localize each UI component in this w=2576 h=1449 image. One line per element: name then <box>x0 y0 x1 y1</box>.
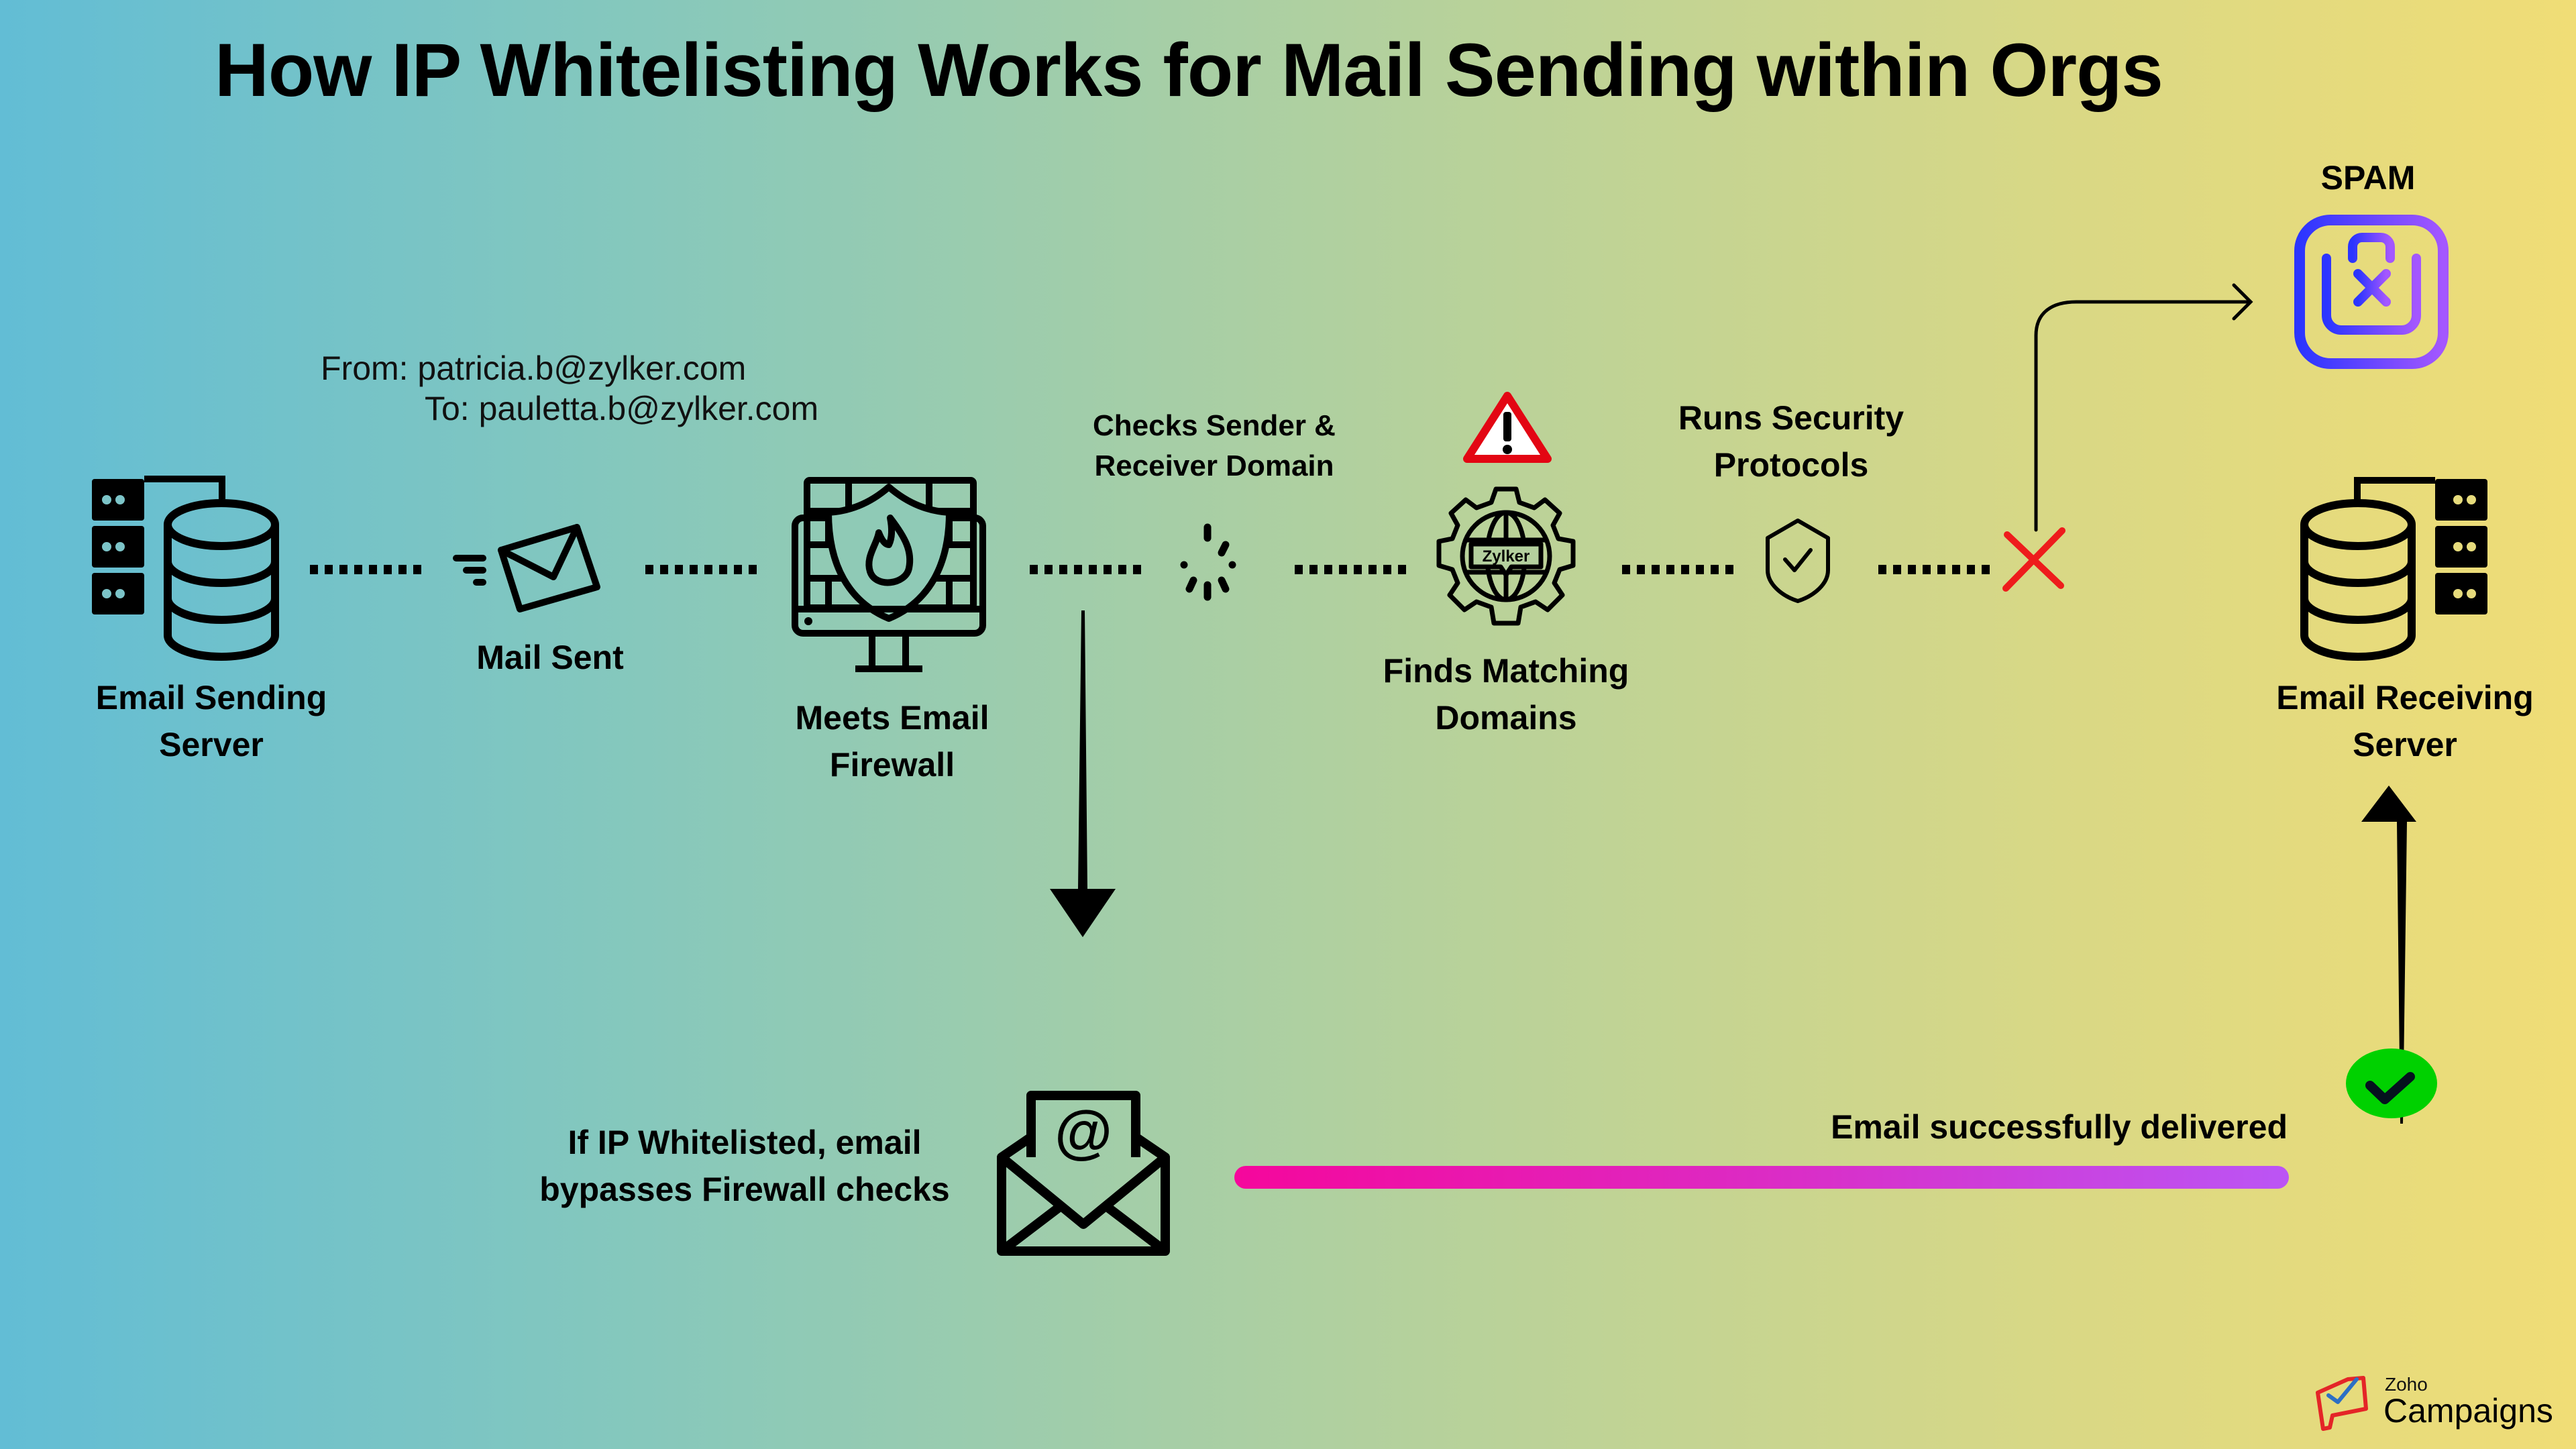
bypass-down-arrow <box>1050 610 1116 937</box>
firewall-label: Meets Email Firewall <box>771 694 1013 788</box>
checks-domain-line2: Receiver Domain <box>1094 449 1334 482</box>
checks-domain-line1: Checks Sender & <box>1093 409 1336 442</box>
connector-dots <box>1622 565 1737 574</box>
firewall-label-line1: Meets Email <box>795 699 989 737</box>
connector-dots <box>1295 565 1410 574</box>
domain-globe-icon: Zylker <box>1436 486 1576 626</box>
success-check-icon <box>2346 1049 2437 1118</box>
at-symbol: @ <box>1055 1098 1112 1165</box>
spam-route-arrow <box>2034 283 2253 532</box>
shield-check-icon <box>1766 519 1830 603</box>
sent-mail-icon <box>453 524 600 612</box>
sending-server-label: Email Sending Server <box>80 674 342 768</box>
bypass-text-line2: bypasses Firewall checks <box>539 1171 950 1208</box>
mail-sent-label: Mail Sent <box>476 639 624 676</box>
spam-trash-icon <box>2294 215 2449 369</box>
firewall-icon <box>792 477 986 672</box>
page-title: How IP Whitelisting Works for Mail Sendi… <box>215 28 2163 112</box>
receiving-server-label-line1: Email Receiving <box>2276 679 2534 716</box>
reject-x-icon <box>2002 527 2065 592</box>
connector-dots <box>1878 565 1994 574</box>
bypass-text-line1: If IP Whitelisted, email <box>568 1124 922 1161</box>
delivery-up-arrow <box>2361 786 2416 1124</box>
zoho-campaigns-logo: Zoho Campaigns <box>2311 1368 2566 1436</box>
finds-domains-line2: Domains <box>1435 699 1577 737</box>
from-address: From: patricia.b@zylker.com <box>321 350 747 387</box>
security-label-line2: Protocols <box>1713 446 1869 484</box>
security-label: Runs Security Protocols <box>1650 394 1932 488</box>
security-label-line1: Runs Security <box>1678 399 1904 437</box>
delivery-progress-bar <box>1234 1166 2289 1189</box>
connector-dots <box>645 565 761 574</box>
receiving-server-label: Email Receiving Server <box>2267 674 2542 768</box>
sending-server-icon <box>92 476 279 661</box>
delivered-label: Email successfully delivered <box>1831 1108 2288 1146</box>
bypass-text: If IP Whitelisted, email bypasses Firewa… <box>510 1119 979 1213</box>
zylker-badge: Zylker <box>1483 547 1530 566</box>
finds-domains-line1: Finds Matching <box>1383 652 1629 690</box>
receiving-server-label-line2: Server <box>2353 726 2457 763</box>
sending-server-label-line1: Email Sending <box>95 679 327 716</box>
brand-campaigns: Campaigns <box>2383 1392 2553 1430</box>
connector-dots <box>310 565 425 574</box>
brand-zoho: Zoho <box>2385 1374 2428 1395</box>
warning-icon <box>1463 392 1552 463</box>
firewall-label-line2: Firewall <box>829 746 955 784</box>
to-address: To: pauletta.b@zylker.com <box>425 390 819 427</box>
email-at-icon: @ <box>997 1091 1170 1256</box>
megaphone-icon <box>2316 1376 2368 1431</box>
sending-server-label-line2: Server <box>159 726 264 763</box>
loading-spinner-icon <box>1180 523 1236 601</box>
receiving-server-icon <box>2300 477 2487 661</box>
checks-domain-label: Checks Sender & Receiver Domain <box>1073 406 1355 486</box>
connector-dots <box>1030 565 1145 574</box>
spam-label: SPAM <box>2320 159 2416 197</box>
finds-domains-label: Finds Matching Domains <box>1365 647 1647 741</box>
